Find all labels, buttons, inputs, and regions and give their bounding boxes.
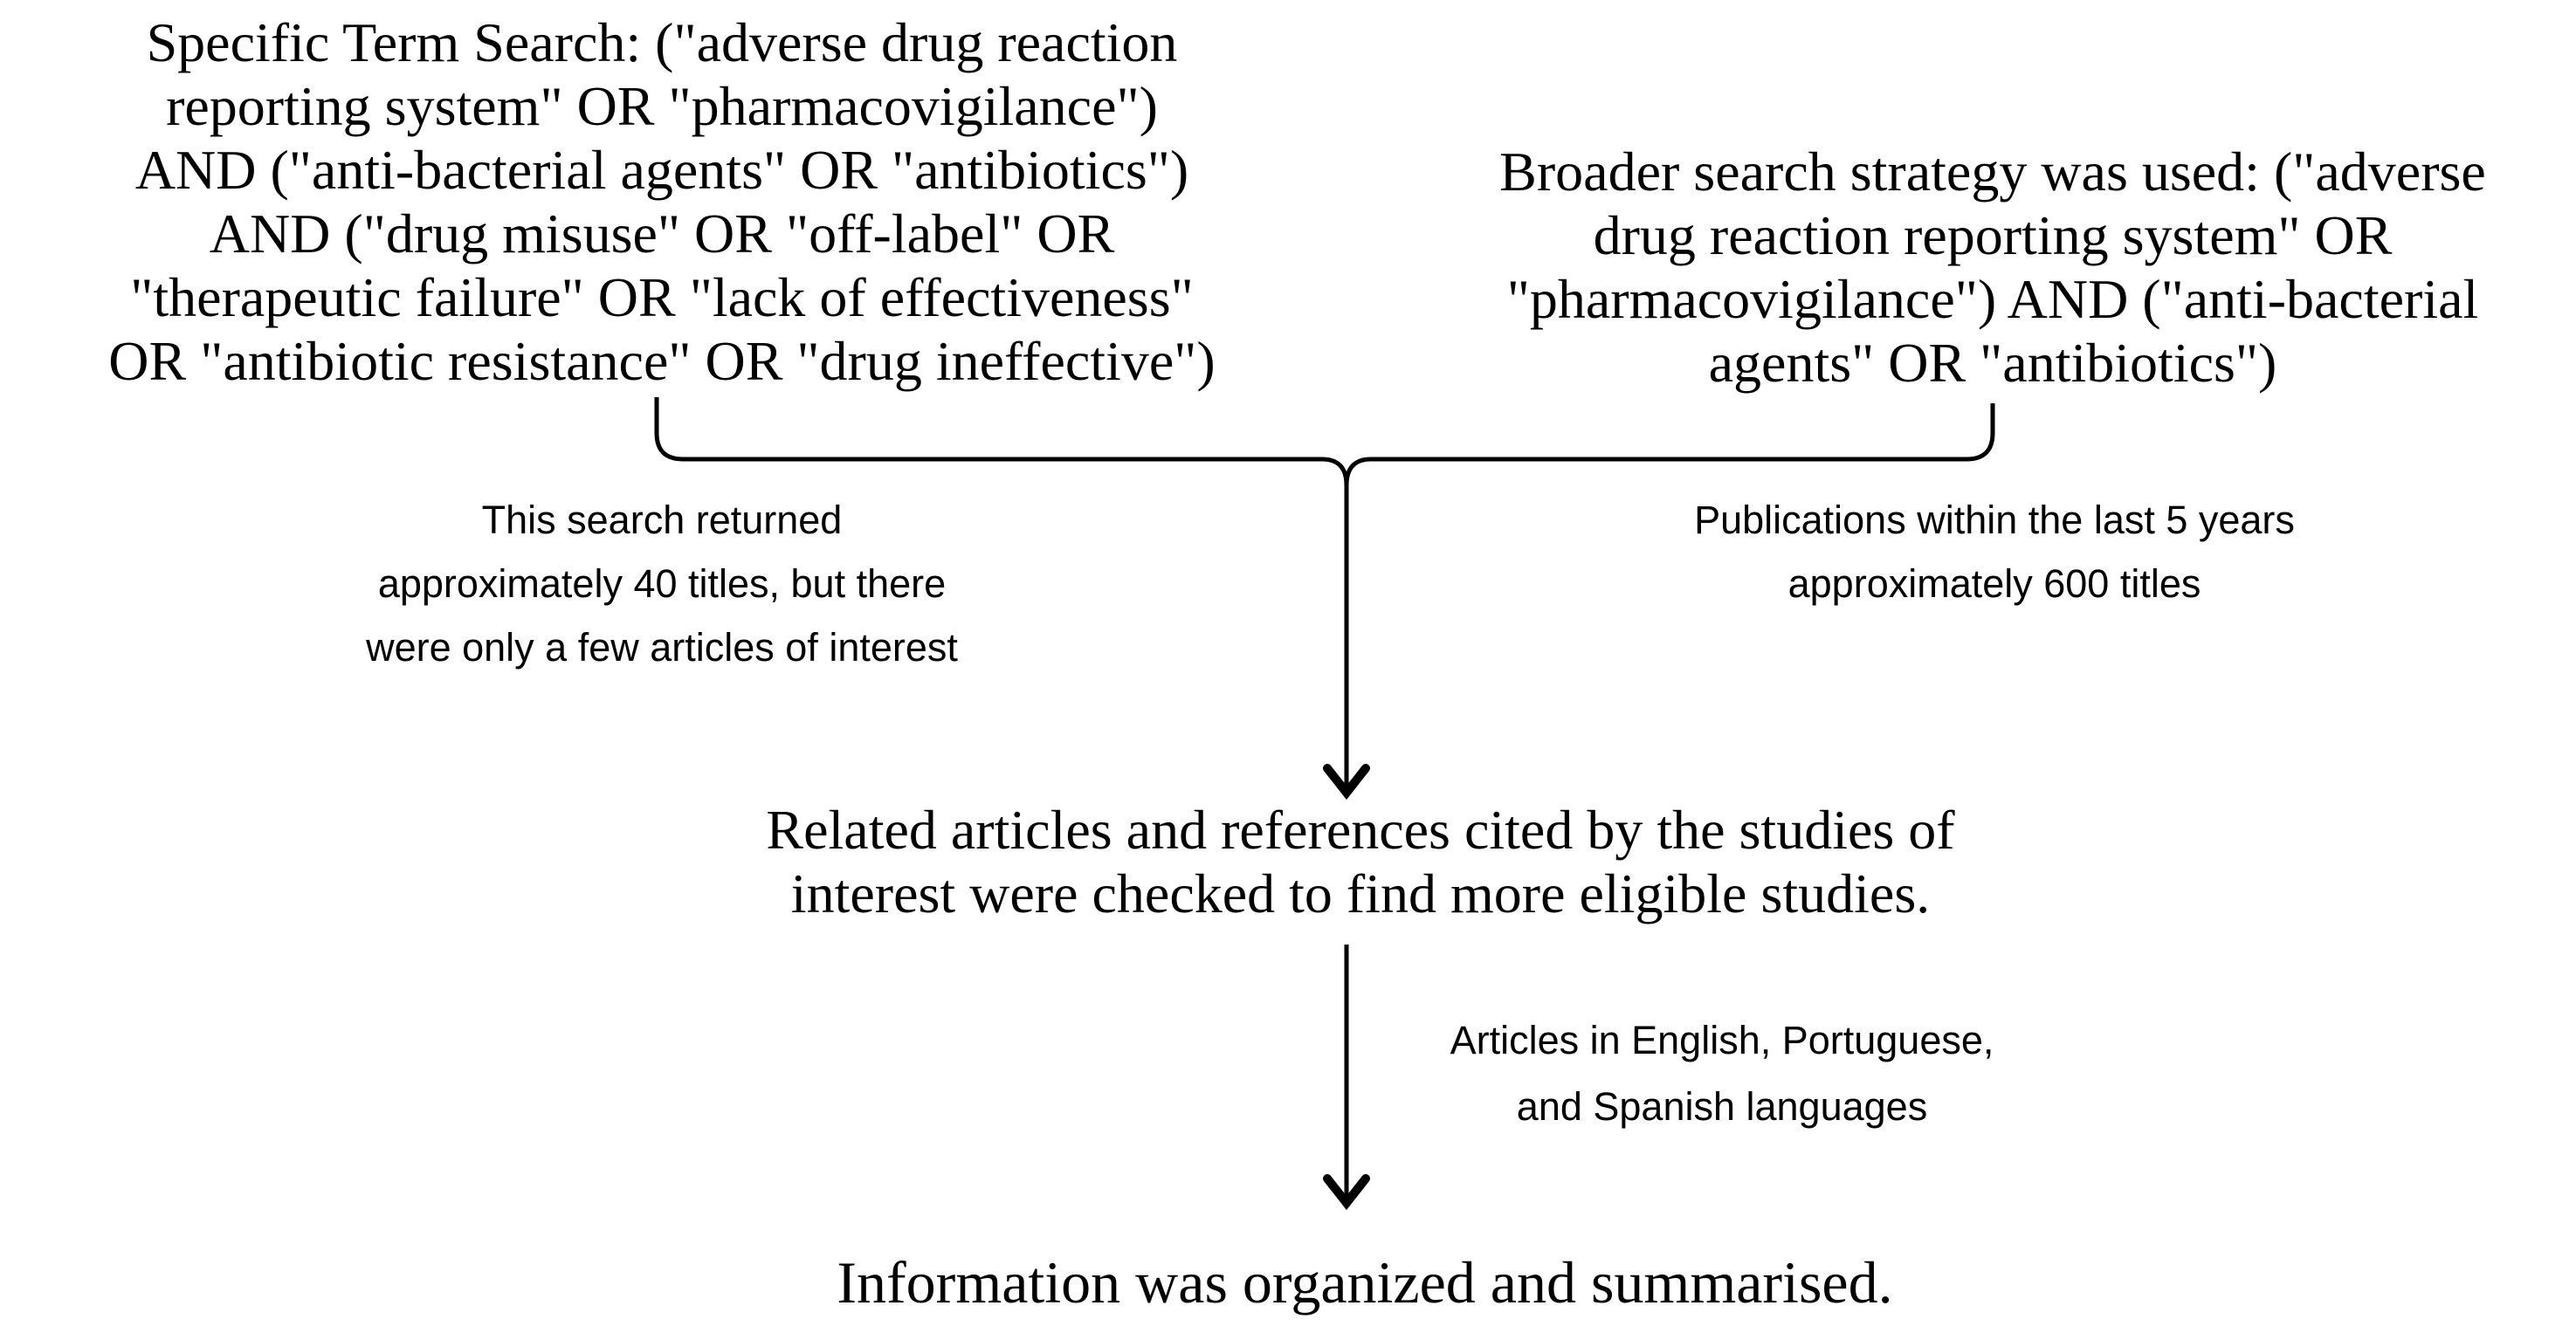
down-arrow-1-head-icon <box>1323 764 1370 801</box>
down-arrow-2-head-icon <box>1323 1174 1370 1211</box>
broad-search-result-note: Publications within the last 5 years app… <box>1694 498 2295 606</box>
specific-search-block: Specific Term Search: ("adverse drug rea… <box>108 11 1216 392</box>
specific-search-result-note: This search returned approximately 40 ti… <box>366 498 958 670</box>
related-articles-block: Related articles and references cited by… <box>766 799 1955 924</box>
brace-right-arm <box>1344 403 1995 486</box>
brace-left-arm <box>654 397 1349 486</box>
summary-block: Information was organized and summarised… <box>837 1249 1893 1316</box>
language-filter-note: Articles in English, Portuguese, and Spa… <box>1450 1018 1994 1129</box>
broad-search-block: Broader search strategy was used: ("adve… <box>1499 141 2486 394</box>
